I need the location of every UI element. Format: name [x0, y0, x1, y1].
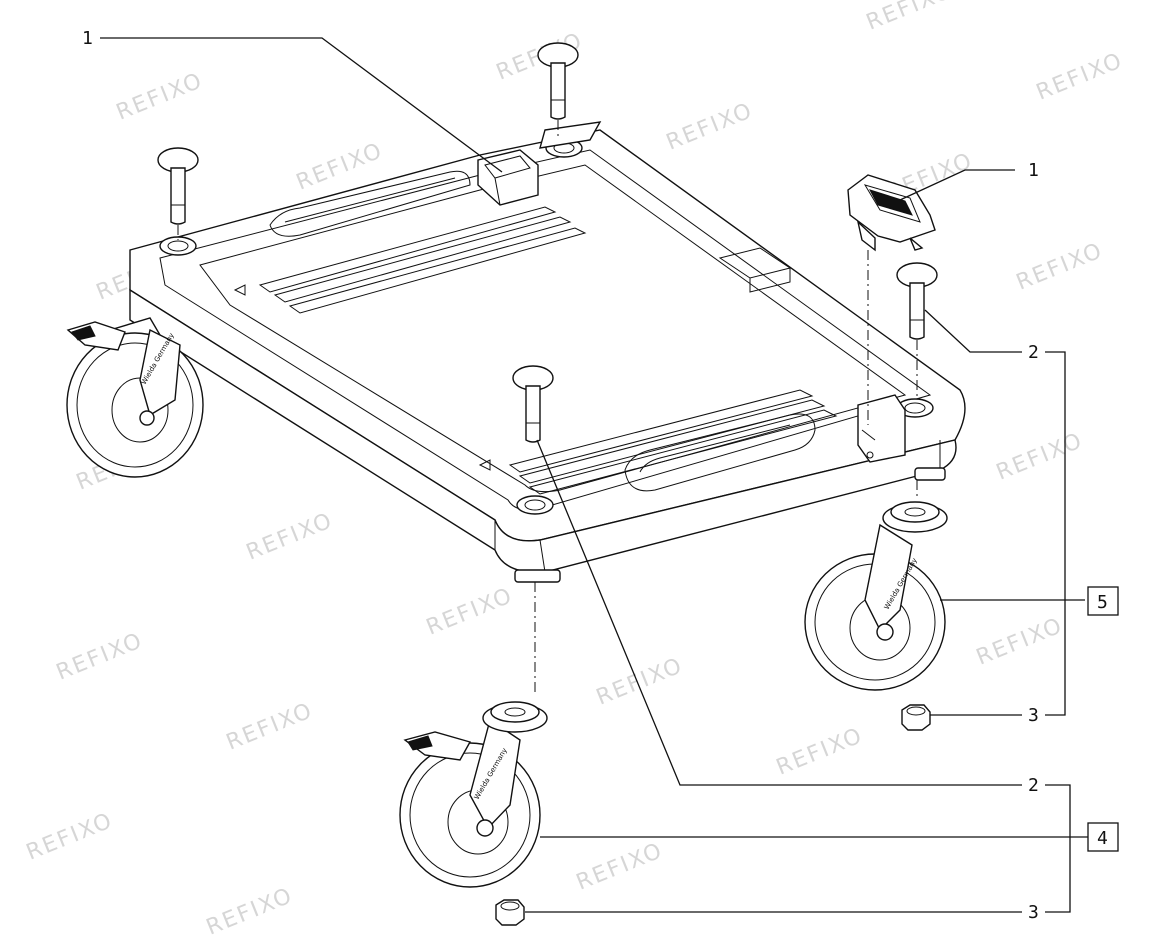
callout-label-1: 1 — [82, 28, 93, 49]
watermark: REFIXO — [243, 508, 337, 565]
carriage-bolt — [537, 42, 579, 120]
callout-label-3: 3 — [1028, 902, 1039, 923]
watermark: REFIXO — [863, 0, 957, 36]
watermark: REFIXO — [23, 808, 117, 865]
castor-wheel-brake: Wielda Germany — [66, 321, 204, 478]
hex-nut — [901, 704, 931, 731]
leader-lines — [100, 37, 1088, 913]
carriage-bolt — [157, 147, 199, 225]
callout-label-2: 2 — [1028, 342, 1039, 363]
base-tray — [108, 129, 966, 583]
watermark: REFIXO — [663, 98, 757, 155]
watermark: REFIXO — [53, 628, 147, 685]
watermark: REFIXO — [573, 838, 667, 895]
callout-label-2: 2 — [1028, 775, 1039, 796]
callout-box-4 — [1087, 822, 1119, 852]
carriage-bolt — [512, 365, 554, 443]
watermark: REFIXO — [223, 698, 317, 755]
watermark: REFIXO — [993, 428, 1087, 485]
latch-clip — [847, 174, 936, 252]
callout-label-4: 4 — [1097, 828, 1108, 849]
callout-labels: 1 1 2 2 3 3 4 5 — [82, 28, 1119, 923]
watermark: REFIXO — [423, 583, 517, 640]
callout-box-5 — [1087, 586, 1119, 616]
watermark: REFIXO — [203, 883, 297, 940]
watermark: REFIXO — [593, 653, 687, 710]
hex-nut — [495, 899, 525, 926]
watermark: REFIXO — [773, 723, 867, 780]
watermark: REFIXO — [113, 68, 207, 125]
carriage-bolt — [896, 262, 938, 340]
callout-label-3: 3 — [1028, 705, 1039, 726]
castor-wheel-brake: Wielda Germany — [399, 701, 548, 888]
alignment-lines — [177, 120, 918, 695]
watermark: REFIXO — [1033, 48, 1127, 105]
watermark: REFIXO — [1013, 238, 1107, 295]
watermark: REFIXO — [973, 613, 1067, 670]
castor-wheel: Wielda Germany — [804, 501, 948, 691]
callout-label-5: 5 — [1097, 592, 1108, 613]
bolt-plate — [539, 121, 602, 149]
callout-label-1: 1 — [1028, 160, 1039, 181]
